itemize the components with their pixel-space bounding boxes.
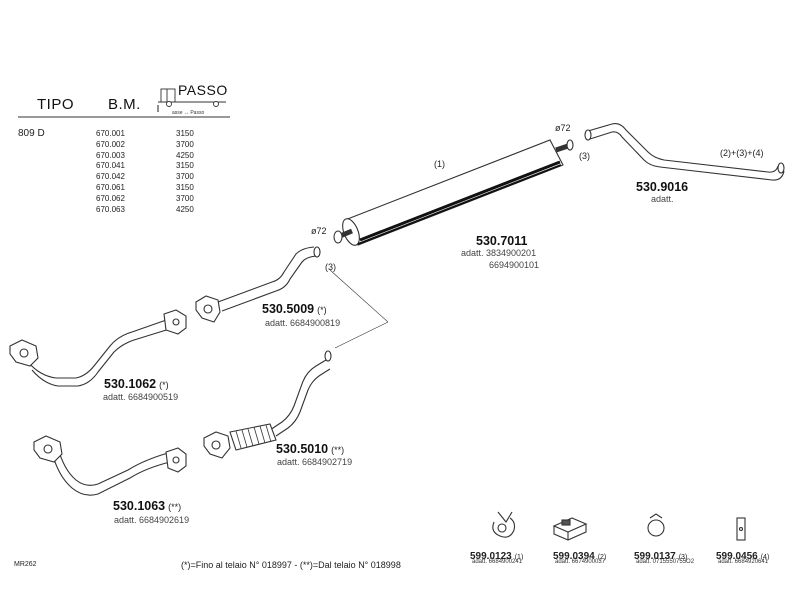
accessory-item: 599.0394(2) bbox=[553, 546, 606, 564]
pipe-530-1063 bbox=[33, 435, 187, 496]
footnote: (*)=Fino al telaio N° 018997 - (**)=Dal … bbox=[181, 560, 401, 570]
guide-line bbox=[329, 269, 389, 323]
accessory-code: 599.0456 bbox=[716, 551, 758, 562]
accessory-ref: (3) bbox=[678, 554, 688, 561]
label-2-3-4: (2)+(3)+(4) bbox=[720, 148, 764, 158]
row-bm: 670.063 bbox=[96, 204, 125, 214]
passo-note: asse ↔ Passo bbox=[172, 110, 205, 116]
row-bm: 670.061 bbox=[96, 183, 125, 192]
part-530-5009: 530.5009(*) bbox=[262, 300, 327, 318]
accessory-code: 599.0137 bbox=[634, 551, 676, 562]
accessory-ref: (4) bbox=[760, 554, 770, 561]
part-code: 530.7011 bbox=[476, 234, 528, 248]
row-bm: 670.062 bbox=[96, 193, 125, 203]
accessory-adatt: adatt. 6684900241 bbox=[472, 559, 523, 565]
part-code: 530.5009 bbox=[262, 302, 315, 316]
clamp-icon bbox=[492, 511, 516, 538]
truck-icon bbox=[158, 88, 226, 107]
pipe-530-5010 bbox=[203, 350, 332, 459]
part-5010-adatt: adatt. 6684902719 bbox=[277, 457, 353, 467]
accessory-adatt: adatt. 0715550755O2 bbox=[636, 559, 695, 565]
accessory-adatt: adatt. 6674900037 bbox=[555, 559, 606, 565]
tailpipe-530-9016 bbox=[584, 123, 785, 181]
part-9016-adatt: adatt. bbox=[651, 194, 674, 204]
label-3-mid: (3) bbox=[325, 262, 336, 272]
part-suffix: (**) bbox=[331, 445, 345, 455]
part-7011-adatt2: 6694900101 bbox=[489, 260, 540, 270]
row-passo: 3700 bbox=[176, 139, 194, 149]
row-bm: 670.003 bbox=[96, 150, 125, 160]
part-530-1063: 530.1063(**) bbox=[113, 497, 181, 515]
label-3-top: (3) bbox=[579, 151, 590, 161]
accessory-item: 599.0123(1) bbox=[470, 546, 523, 564]
model-809d: 809 D bbox=[18, 128, 45, 139]
guide-line bbox=[334, 321, 389, 349]
accessory-ref: (1) bbox=[514, 554, 524, 561]
clip-icon bbox=[647, 513, 665, 537]
part-1062-adatt: adatt. 6684900519 bbox=[103, 392, 179, 402]
muffler-530-7011 bbox=[333, 139, 574, 246]
row-passo: 4250 bbox=[176, 204, 194, 214]
part-code: 530.1063 bbox=[113, 499, 166, 513]
accessory-adatt: adatt. 6684920641 bbox=[718, 559, 769, 565]
row-bm: 670.042 bbox=[96, 172, 125, 182]
row-passo: 4250 bbox=[176, 150, 194, 160]
pipe-530-1062 bbox=[9, 309, 187, 387]
part-530-1062: 530.1062(*) bbox=[104, 375, 169, 393]
part-1063-adatt: adatt. 6684902619 bbox=[114, 515, 190, 525]
label-1: (1) bbox=[434, 159, 445, 169]
accessory-code: 599.0123 bbox=[470, 551, 512, 562]
accessory-ref: (2) bbox=[597, 554, 607, 561]
col-tipo: TIPO bbox=[37, 96, 75, 113]
row-passo: 3150 bbox=[176, 183, 194, 192]
label-phi72-mid: ø72 bbox=[311, 226, 327, 236]
part-code: 530.5010 bbox=[276, 442, 329, 456]
accessory-item: 599.0137(3) bbox=[634, 546, 687, 564]
label-phi72-top: ø72 bbox=[555, 123, 571, 133]
ref-code: MR262 bbox=[14, 561, 37, 568]
part-code: 530.9016 bbox=[636, 180, 689, 194]
bracket-icon bbox=[736, 517, 746, 541]
row-bm: 670.001 bbox=[96, 129, 125, 138]
part-suffix: (*) bbox=[317, 305, 327, 315]
row-passo: 3150 bbox=[176, 129, 194, 138]
part-suffix: (*) bbox=[159, 380, 169, 390]
row-passo: 3700 bbox=[176, 172, 194, 182]
part-530-7011: 530.7011 bbox=[476, 232, 527, 250]
row-bm: 670.041 bbox=[96, 161, 125, 171]
row-passo: 3150 bbox=[176, 161, 194, 171]
accessory-code: 599.0394 bbox=[553, 551, 595, 562]
part-suffix: (**) bbox=[168, 502, 182, 512]
part-5009-adatt: adatt. 6684900819 bbox=[265, 318, 341, 328]
accessory-item: 599.0456(4) bbox=[716, 546, 769, 564]
part-530-9016: 530.9016 bbox=[636, 178, 688, 196]
row-bm: 670.002 bbox=[96, 139, 125, 149]
rubber-mount-icon bbox=[552, 517, 588, 541]
col-bm: B.M. bbox=[108, 96, 141, 113]
part-530-5010: 530.5010(**) bbox=[276, 440, 344, 458]
front-pipe-530-5009 bbox=[195, 246, 321, 323]
part-code: 530.1062 bbox=[104, 377, 157, 391]
col-passo: PASSO bbox=[178, 82, 228, 98]
row-passo: 3700 bbox=[176, 193, 194, 203]
part-7011-adatt1: adatt. 3834900201 bbox=[461, 248, 537, 258]
